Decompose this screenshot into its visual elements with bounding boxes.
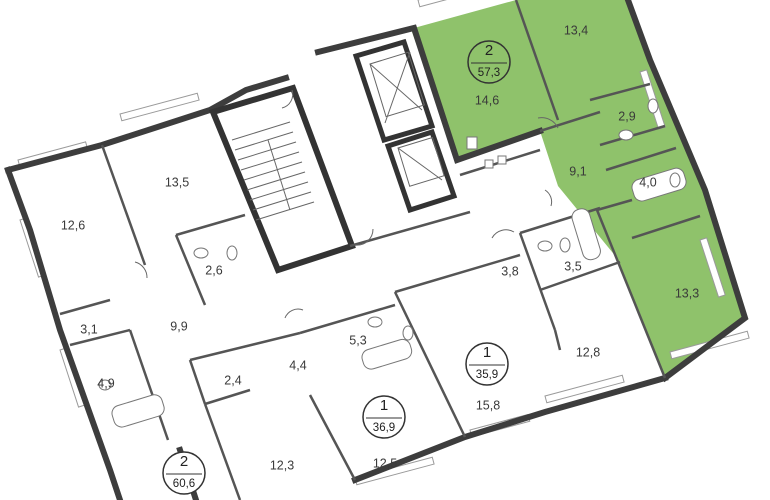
room-area: 2,6 — [205, 263, 222, 277]
room-area: 13,4 — [564, 23, 588, 37]
room-labels: 14,6 13,4 2,9 9,1 4,0 13,3 13,5 12,6 2,6… — [61, 23, 699, 472]
room-area: 2,9 — [618, 109, 635, 123]
room-area: 2,4 — [224, 373, 241, 387]
badge-area: 60,6 — [173, 478, 195, 490]
room-area: 12,6 — [61, 218, 85, 232]
room-area: 4,9 — [97, 376, 114, 390]
badge-area: 57,3 — [478, 67, 500, 79]
badge-area: 36,9 — [373, 422, 395, 434]
room-area: 5,3 — [349, 333, 366, 347]
room-area: 3,8 — [501, 264, 518, 278]
apartment-badge-c[interactable]: 1 36,9 — [362, 395, 406, 439]
badge-rooms: 2 — [180, 453, 188, 470]
room-area: 3,5 — [564, 259, 581, 273]
apartment-badge-b[interactable]: 1 35,9 — [465, 342, 509, 386]
room-area: 13,5 — [165, 175, 189, 189]
interior-walls — [59, 0, 701, 500]
stair-core — [208, 38, 458, 274]
badge-rooms: 1 — [380, 397, 388, 414]
bath-fixtures — [98, 98, 687, 428]
room-area: 9,1 — [569, 164, 586, 178]
room-area: 13,3 — [675, 286, 699, 300]
apartment-badge-d[interactable]: 2 60,6 — [162, 451, 206, 495]
selected-apartment-fill[interactable] — [412, 0, 745, 378]
doors — [134, 89, 559, 319]
badge-rooms: 2 — [485, 42, 493, 59]
room-area: 12,5 — [373, 456, 397, 470]
room-area: 12,3 — [270, 458, 294, 472]
room-area: 3,1 — [80, 322, 97, 336]
apartment-badge-selected[interactable]: 2 57,3 — [467, 40, 511, 84]
exterior-walls — [4, 0, 749, 500]
room-area: 14,6 — [475, 93, 499, 107]
room-area: 4,0 — [639, 175, 656, 189]
room-area: 9,9 — [170, 319, 187, 333]
room-area: 4,4 — [289, 358, 306, 372]
badge-rooms: 1 — [483, 344, 491, 361]
badge-area: 35,9 — [476, 369, 498, 381]
room-area: 12,8 — [576, 345, 600, 359]
room-area: 15,8 — [476, 398, 500, 412]
